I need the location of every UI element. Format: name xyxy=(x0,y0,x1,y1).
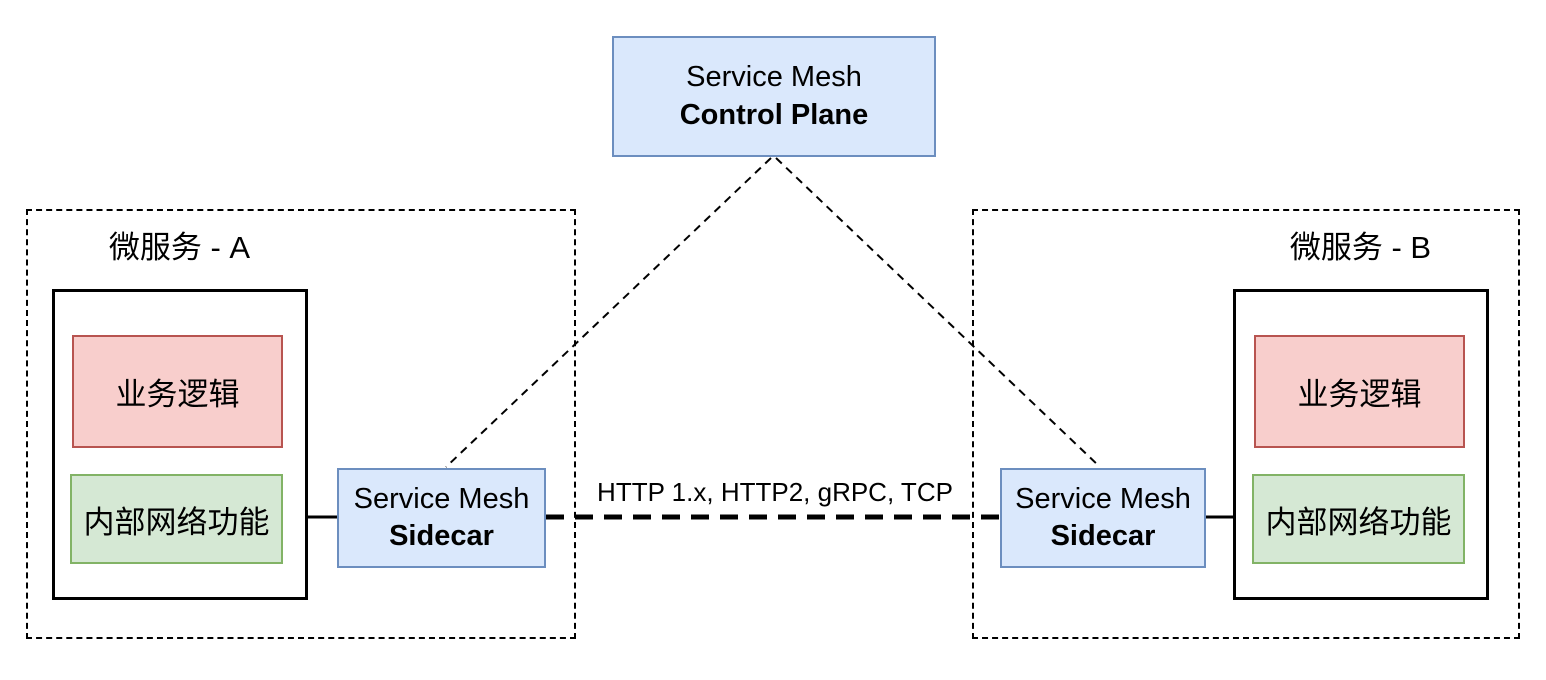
control-plane-box: Service Mesh Control Plane xyxy=(612,36,936,157)
business-logic-b-label: 业务逻辑 xyxy=(1297,377,1422,412)
internal-network-a-box: 内部网络功能 xyxy=(70,474,283,564)
internal-network-a-label: 内部网络功能 xyxy=(83,504,270,540)
sidecar-b-line2: Sidecar xyxy=(1050,520,1156,552)
sidecar-b-box: Service Mesh Sidecar xyxy=(1000,468,1206,568)
sidecar-b-line1: Service Mesh xyxy=(1015,482,1191,515)
microservice-b-label: 微服务 - B xyxy=(1289,230,1432,265)
protocol-label: HTTP 1.x, HTTP2, gRPC, TCP xyxy=(597,477,953,507)
internal-network-b-box: 内部网络功能 xyxy=(1252,474,1465,564)
control-plane-to-sidecar-b-link xyxy=(775,157,1101,468)
microservice-b-group xyxy=(972,209,1520,639)
control-plane-line1: Service Mesh xyxy=(686,61,862,94)
sidecar-a-line1: Service Mesh xyxy=(353,482,530,515)
sidecar-a-line2: Sidecar xyxy=(389,520,494,552)
microservice-a-group xyxy=(26,209,576,639)
sidecar-a-box: Service Mesh Sidecar xyxy=(337,468,546,568)
microservice-a-label: 微服务 - A xyxy=(108,230,251,265)
business-logic-a-label: 业务逻辑 xyxy=(115,377,240,412)
internal-network-b-label: 内部网络功能 xyxy=(1265,504,1452,540)
business-logic-b-box: 业务逻辑 xyxy=(1254,335,1465,448)
control-plane-to-sidecar-a-link xyxy=(445,157,772,468)
control-plane-line2: Control Plane xyxy=(679,98,869,131)
business-logic-a-box: 业务逻辑 xyxy=(72,335,283,448)
